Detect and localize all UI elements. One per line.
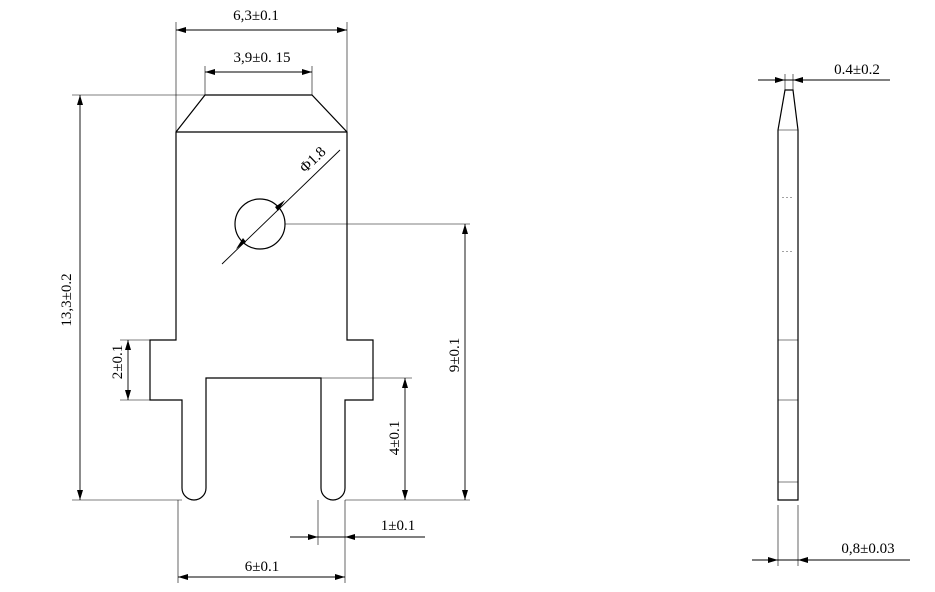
label-notch-height: 2±0.1 <box>110 345 126 379</box>
arrow-hb-bottom <box>462 490 468 500</box>
label-thickness: 0,8±0.03 <box>841 541 894 557</box>
label-overall-height: 13,3±0.2 <box>59 273 75 326</box>
side-profile <box>777 89 799 501</box>
arrow-lw-left <box>308 534 318 540</box>
arrow-nh-bottom <box>125 390 131 400</box>
hole-arrow-2 <box>275 200 285 211</box>
label-overall-width: 6,3±0.1 <box>233 8 279 24</box>
label-leg-spacing: 6±0.1 <box>245 559 279 575</box>
side-hidden-marks-1: . . . <box>782 191 792 200</box>
arrow-tw-right <box>302 69 312 75</box>
arrow-ow-right <box>337 27 347 33</box>
label-tab-width: 3,9±0. 15 <box>234 50 291 66</box>
arrow-nh-top <box>125 340 131 350</box>
arrow-ls-left <box>178 574 188 580</box>
side-view: . . . . . . 0.4±0.2 0,8±0.03 <box>752 62 910 566</box>
label-hole-to-bottom: 9±0.1 <box>447 338 463 372</box>
terminal-outline <box>149 94 374 501</box>
label-hole-diameter: Φ1.8 <box>297 144 329 176</box>
label-tip-thickness: 0.4±0.2 <box>834 62 880 78</box>
arrow-ow-left <box>176 27 186 33</box>
front-view: 6,3±0.1 3,9±0. 15 Φ1.8 13,3±0.2 2±0.1 4±… <box>59 8 470 583</box>
arrow-oh-bottom <box>77 490 83 500</box>
label-leg-width: 1±0.1 <box>381 518 415 534</box>
side-hidden-marks-2: . . . <box>782 245 792 254</box>
hole-arrow-1 <box>236 238 246 249</box>
arrow-th-left <box>768 557 778 563</box>
arrow-tw-left <box>205 69 215 75</box>
arrow-lw-right <box>345 534 355 540</box>
arrow-th-right <box>798 557 808 563</box>
arrow-ls-right <box>335 574 345 580</box>
arrow-ll-top <box>402 378 408 388</box>
hole-diameter-leader <box>221 149 341 265</box>
arrow-oh-top <box>77 95 83 105</box>
arrow-ll-bottom <box>402 490 408 500</box>
label-leg-length: 4±0.1 <box>387 421 403 455</box>
arrow-hb-top <box>462 224 468 234</box>
arrow-tip-left <box>775 77 785 83</box>
arrow-tip-right <box>793 77 803 83</box>
